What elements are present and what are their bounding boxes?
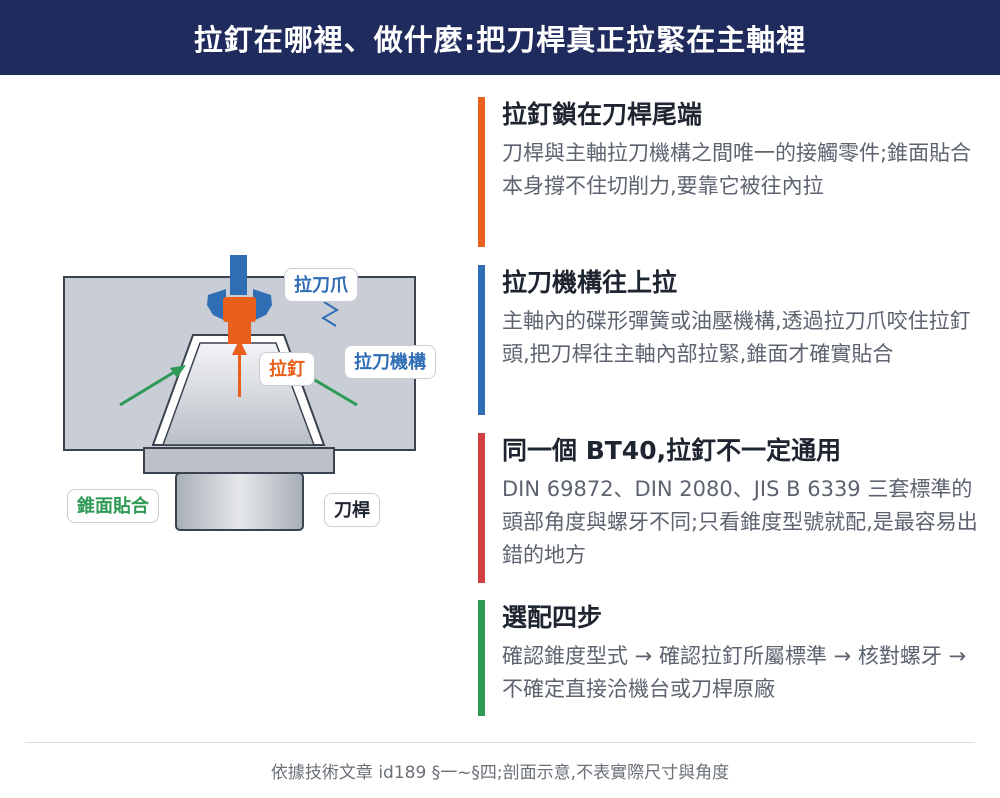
section-bt40-compatibility: 同一個 BT40,拉釘不一定通用 DIN 69872、DIN 2080、JIS …: [478, 433, 983, 583]
contact-arrow-left: [119, 369, 177, 407]
section-accent-bar: [478, 97, 485, 247]
section-title: 選配四步: [502, 603, 603, 632]
section-body: DIN 69872、DIN 2080、JIS B 6339 三套標準的頭部角度與…: [502, 477, 978, 567]
drawbar-rod: [230, 255, 247, 295]
pull-arrow-head: [232, 339, 247, 355]
section-title: 拉刀機構往上拉: [502, 268, 678, 297]
footer-divider: [25, 742, 975, 743]
puller-claw-right: [253, 289, 272, 321]
page-title: 拉釘在哪裡、做什麼:把刀桿真正拉緊在主軸裡: [193, 22, 807, 57]
label-pull-stud: 拉釘: [259, 352, 315, 386]
section-body: 確認錐度型式 → 確認拉釘所屬標準 → 核對螺牙 → 不確定直接洽機台或刀桿原廠: [502, 644, 967, 701]
section-pull-stud-location: 拉釘鎖在刀桿尾端 刀桿與主軸拉刀機構之間唯一的接觸零件;錐面貼合本身撐不住切削力…: [478, 97, 983, 247]
section-title: 同一個 BT40,拉釘不一定通用: [502, 436, 842, 465]
footer-note: 依據技術文章 id189 §一~§四;剖面示意,不表實際尺寸與角度: [270, 763, 730, 783]
contact-arrow-left-head: [170, 365, 186, 378]
section-body: 刀桿與主軸拉刀機構之間唯一的接觸零件;錐面貼合本身撐不住切削力,要靠它被往內拉: [502, 141, 972, 198]
label-puller-claw: 拉刀爪: [284, 268, 358, 302]
section-accent-bar: [478, 600, 485, 716]
cross-section-diagram: 拉刀爪 拉釘 拉刀機構 錐面貼合 刀桿: [0, 75, 470, 740]
section-accent-bar: [478, 433, 485, 583]
puller-claw-left: [207, 289, 226, 321]
section-body: 主軸內的碟形彈簧或油壓機構,透過拉刀爪咬住拉釘頭,把刀桿往主軸內部拉緊,錐面才確…: [502, 309, 971, 366]
flange: [143, 447, 335, 474]
label-drawbar: 拉刀機構: [344, 345, 436, 379]
section-four-steps: 選配四步 確認錐度型式 → 確認拉釘所屬標準 → 核對螺牙 → 不確定直接洽機台…: [478, 600, 983, 716]
page-header: 拉釘在哪裡、做什麼:把刀桿真正拉緊在主軸裡: [0, 0, 1000, 75]
diagram-svg: [63, 255, 416, 531]
pull-stud-head: [223, 297, 256, 322]
section-accent-bar: [478, 265, 485, 415]
label-taper-contact: 錐面貼合: [67, 489, 159, 523]
section-drawbar-pulls-up: 拉刀機構往上拉 主軸內的碟形彈簧或油壓機構,透過拉刀爪咬住拉釘頭,把刀桿往主軸內…: [478, 265, 983, 415]
pull-stud-neck: [228, 322, 251, 344]
spring-zigzag: [321, 301, 339, 327]
label-tool-holder: 刀桿: [324, 493, 380, 527]
section-title: 拉釘鎖在刀桿尾端: [502, 100, 703, 129]
tool-holder-shank: [175, 472, 304, 531]
